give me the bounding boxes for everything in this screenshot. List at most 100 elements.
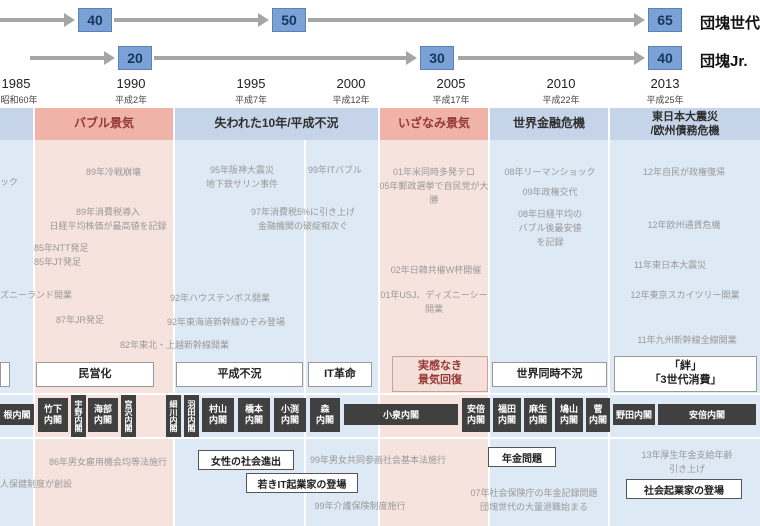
event-text: 82年東北・上越新幹線開業 — [120, 340, 230, 350]
year-label: 2005 — [436, 76, 466, 91]
column-bubble — [35, 140, 173, 526]
wareki-label: 平成2年 — [114, 95, 147, 105]
keyword-it-revolution: IT革命 — [308, 362, 372, 387]
cabinet-box: 鳩山 内閣 — [555, 398, 583, 432]
keyword-jobless-recovery: 実感なき 景気回復 — [392, 356, 488, 392]
year-label: 1995 — [236, 76, 266, 91]
event-text: ズニーランド開業 — [0, 290, 73, 300]
age-marker: 40 — [78, 8, 112, 32]
event-text: 92年東海道新幹線のぞみ登場 — [167, 317, 286, 327]
event-text: 89年冷戦崩壊 — [86, 167, 142, 177]
keyword-global-recession: 世界同時不況 — [492, 362, 607, 387]
arrow-line — [0, 18, 64, 22]
event-text: 89年消費税導入 日経平均株価が最高値を記録 — [49, 207, 167, 231]
cabinet-box: 根内閣 — [0, 404, 34, 425]
age-marker: 65 — [648, 8, 682, 32]
generation-label-dankai-jr: 団塊Jr. — [700, 53, 748, 70]
arrow-head-icon — [406, 51, 417, 65]
keyword-privatization: 民営化 — [36, 362, 154, 387]
cabinet-box: 麻生 内閣 — [524, 398, 552, 432]
event-text: 87年JR発足 — [56, 315, 105, 325]
keyword-heisei-recession: 平成不況 — [176, 362, 303, 387]
era-band-bubble: バブル景気 — [35, 108, 173, 140]
arrow-line — [458, 56, 634, 60]
event-text: 99年ITバブル — [308, 165, 363, 175]
age-marker: 50 — [272, 8, 306, 32]
arrow-head-icon — [104, 51, 115, 65]
cabinet-box: 菅 内閣 — [586, 398, 610, 432]
year-label: 2010 — [546, 76, 576, 91]
keyword-fragment-box — [0, 362, 10, 387]
event-text: 09年政権交代 — [522, 187, 578, 197]
age-marker: 40 — [648, 46, 682, 70]
era-band-precut — [0, 108, 33, 140]
event-text: 08年リーマンショック — [504, 167, 596, 177]
social-event-text: 99年男女共同参画社会基本法施行 — [309, 455, 446, 465]
event-text: 02年日韓共催W杯開催 — [390, 265, 482, 275]
year-label: 1985 — [1, 76, 31, 91]
column-izanami — [380, 140, 488, 526]
event-text: 85年NTT発足 — [34, 243, 89, 253]
event-text: 08年日経平均の バブル後最安値 を記録 — [517, 209, 582, 247]
social-event-text: 86年男女雇用機会均等法施行 — [48, 457, 167, 467]
event-text: 01年USJ、ディズニーシー開業 — [380, 290, 488, 314]
event-text: 11年東日本大震災 — [633, 260, 707, 270]
arrow-line — [308, 18, 634, 22]
age-marker: 30 — [420, 46, 454, 70]
wareki-label: 平成25年 — [646, 95, 684, 105]
event-text: 97年消費税5%に引き上げ 金融機関の破綻相次ぐ — [250, 207, 356, 231]
event-text: 11年九州新幹線全線開業 — [637, 335, 737, 345]
year-label: 2000 — [336, 76, 366, 91]
event-text: 95年阪神大震災 地下鉄サリン事件 — [205, 165, 278, 189]
cabinet-box: 野田内閣 — [613, 404, 655, 425]
event-text: 01年米同時多発テロ 05年郵政選挙で自民党が大勝 — [379, 167, 489, 205]
era-band-financial-crisis: 世界金融危機 — [490, 108, 608, 140]
divider — [0, 437, 760, 439]
column-earthquake — [610, 140, 760, 526]
social-event-text: 人保健制度が創設 — [0, 479, 73, 489]
cabinet-box: 小渕 内閣 — [274, 398, 306, 432]
social-event-text: 13年厚生年金支給年齢 引き上げ — [641, 450, 733, 474]
cabinet-box: 村山 内閣 — [202, 398, 234, 432]
wareki-label: 平成22年 — [542, 95, 580, 105]
era-band-lost-decade: 失われた10年/平成不況 — [175, 108, 378, 140]
cabinet-box: 羽田内閣 — [184, 395, 199, 437]
arrow-head-icon — [258, 13, 269, 27]
social-highlight-box: 年金問題 — [488, 447, 556, 467]
era-band-izanami: いざなみ景気 — [380, 108, 488, 140]
wareki-label: 平成12年 — [332, 95, 370, 105]
wareki-label: 平成17年 — [432, 95, 470, 105]
arrow-line — [30, 56, 104, 60]
arrow-line — [114, 18, 258, 22]
column-it-revolution — [306, 140, 378, 526]
generation-label-dankai: 団塊世代 — [700, 15, 760, 32]
era-band-earthquake: 東日本大震災 /欧州債務危機 — [610, 108, 760, 140]
cabinet-box: 安倍 内閣 — [462, 398, 490, 432]
event-text: 12年欧州通貨危機 — [647, 220, 721, 230]
cabinet-box: 宮沢内閣 — [121, 395, 136, 437]
social-highlight-box: 女性の社会進出 — [198, 450, 294, 470]
wareki-label: 平成7年 — [234, 95, 267, 105]
social-highlight-box: 社会起業家の登場 — [626, 479, 742, 499]
cabinet-box: 竹下 内閣 — [38, 398, 68, 432]
divider — [0, 393, 760, 395]
column-pre1987 — [0, 140, 33, 526]
arrow-head-icon — [634, 51, 645, 65]
arrow-line — [154, 56, 406, 60]
wareki-label: 昭和60年 — [0, 95, 38, 105]
age-marker: 20 — [118, 46, 152, 70]
cabinet-box: 海部 内閣 — [88, 398, 118, 432]
year-label: 1990 — [116, 76, 146, 91]
arrow-head-icon — [634, 13, 645, 27]
arrow-head-icon — [64, 13, 75, 27]
social-event-text: 07年社会保険庁の年金記録問題 団塊世代の大量退職始まる — [470, 488, 598, 512]
event-text: 12年東京スカイツリー開業 — [630, 290, 740, 300]
event-text: ック — [0, 177, 19, 187]
social-highlight-box: 若きIT起業家の登場 — [246, 473, 358, 493]
cabinet-box: 福田 内閣 — [493, 398, 521, 432]
cabinet-box: 安倍内閣 — [658, 404, 756, 425]
event-text: 12年自民が政権復帰 — [642, 167, 725, 177]
cabinet-box: 宇野内閣 — [71, 395, 86, 437]
event-text: 92年ハウステンボス開業 — [170, 293, 271, 303]
